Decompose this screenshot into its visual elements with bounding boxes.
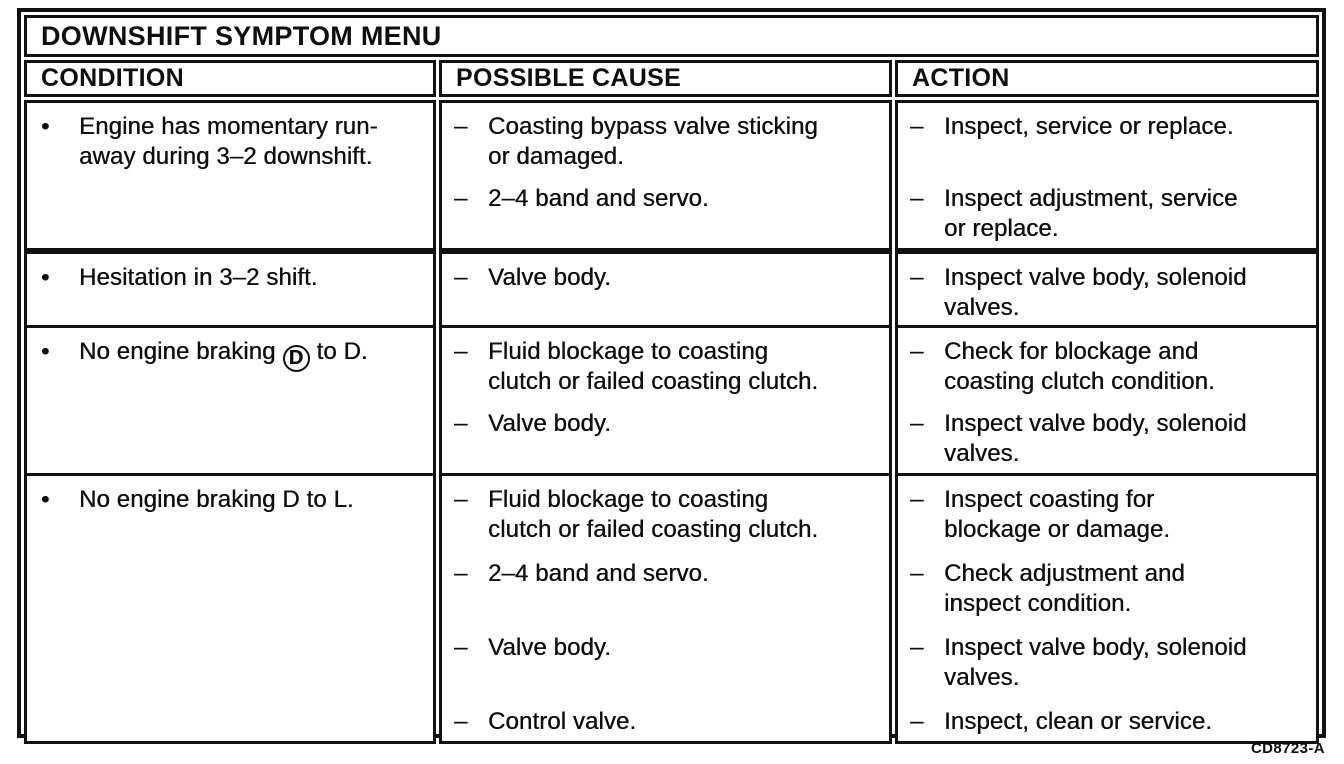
dash-marker: – <box>910 560 924 587</box>
possible-cause-cell: – Fluid blockage to coasting clutch or f… <box>439 325 892 476</box>
action-item: – Inspect valve body, solenoid valves. <box>910 633 1256 707</box>
action-item: – Inspect, service or replace. <box>910 112 1256 184</box>
dash-marker: – <box>910 486 924 513</box>
cause-text: Coasting bypass valve sticking or damage… <box>488 113 818 170</box>
action-item: – Inspect, clean or service. <box>910 707 1256 737</box>
action-text: Check adjustment and inspect condition. <box>944 560 1185 617</box>
dash-marker: – <box>454 185 468 212</box>
dash-marker: – <box>454 486 468 513</box>
action-text: Inspect coasting for blockage or damage. <box>944 486 1171 543</box>
possible-cause-cell: – Valve body. <box>439 251 892 330</box>
dash-marker: – <box>454 634 468 661</box>
dash-marker: – <box>454 264 468 291</box>
action-item: – Check for blockage and coasting clutch… <box>910 337 1256 409</box>
column-header-condition: CONDITION <box>24 60 436 97</box>
condition-cell: • Hesitation in 3–2 shift. <box>24 251 436 330</box>
condition-text-after: to D. <box>316 338 368 365</box>
action-text: Inspect valve body, solenoid valves. <box>944 264 1247 321</box>
dash-marker: – <box>454 113 468 140</box>
table-header-row: CONDITION POSSIBLE CAUSE ACTION <box>24 60 1319 97</box>
dash-marker: – <box>454 708 468 735</box>
bullet-marker: • <box>41 113 50 140</box>
cause-item: – 2–4 band and servo. <box>454 559 837 633</box>
cause-text: Fluid blockage to coasting clutch or fai… <box>488 486 819 543</box>
condition-cell: • Engine has momentary run-away during 3… <box>24 100 436 251</box>
action-text: Inspect valve body, solenoid valves. <box>944 634 1247 691</box>
dash-marker: – <box>454 338 468 365</box>
condition-cell: • No engine braking D to L. <box>24 473 436 744</box>
cause-text: Valve body. <box>488 264 611 291</box>
circled-d-badge: D <box>282 344 310 372</box>
action-text: Inspect, service or replace. <box>944 113 1234 140</box>
action-cell: – Inspect, service or replace. – Inspect… <box>895 100 1319 251</box>
action-cell: – Check for blockage and coasting clutch… <box>895 325 1319 476</box>
cause-text: 2–4 band and servo. <box>488 185 709 212</box>
table-row: • Hesitation in 3–2 shift. – Valve body.… <box>24 251 1319 330</box>
action-text: Inspect, clean or service. <box>944 708 1213 735</box>
action-text: Inspect valve body, solenoid valves. <box>944 410 1247 467</box>
dash-marker: – <box>910 113 924 140</box>
dash-marker: – <box>454 410 468 437</box>
condition-text: No engine braking D to L. <box>79 486 354 513</box>
cause-text: Control valve. <box>488 708 637 735</box>
dash-marker: – <box>910 264 924 291</box>
cause-text: 2–4 band and servo. <box>488 560 709 587</box>
bullet-marker: • <box>41 486 50 513</box>
figure-code: CD8723-A <box>1250 740 1325 757</box>
dash-marker: – <box>910 410 924 437</box>
action-cell: – Inspect valve body, solenoid valves. <box>895 251 1319 330</box>
table-row: • No engine braking D to L. – Fluid bloc… <box>24 473 1319 744</box>
cause-text: Valve body. <box>488 634 611 661</box>
action-cell: – Inspect coasting for blockage or damag… <box>895 473 1319 744</box>
cause-item: – Valve body. <box>454 633 837 707</box>
cause-item: – Coasting bypass valve sticking or dama… <box>454 112 837 184</box>
action-item: – Inspect adjustment, service or replace… <box>910 184 1256 244</box>
action-item: – Inspect coasting for blockage or damag… <box>910 485 1256 559</box>
action-item: – Inspect valve body, solenoid valves. <box>910 409 1256 469</box>
dash-marker: – <box>910 185 924 212</box>
action-item: – Check adjustment and inspect condition… <box>910 559 1256 633</box>
column-header-possible-cause: POSSIBLE CAUSE <box>439 60 892 97</box>
possible-cause-cell: – Fluid blockage to coasting clutch or f… <box>439 473 892 744</box>
cause-item: – Fluid blockage to coasting clutch or f… <box>454 485 837 559</box>
condition-text-before: No engine braking <box>79 338 276 365</box>
possible-cause-cell: – Coasting bypass valve sticking or dama… <box>439 100 892 251</box>
cause-item: – Valve body. <box>454 409 837 439</box>
action-item: – Inspect valve body, solenoid valves. <box>910 263 1256 323</box>
table-row: • Engine has momentary run-away during 3… <box>24 100 1319 251</box>
table-title: DOWNSHIFT SYMPTOM MENU <box>24 15 1319 57</box>
condition-text: Engine has momentary run-away during 3–2… <box>79 113 378 170</box>
condition-text: Hesitation in 3–2 shift. <box>79 264 318 291</box>
dash-marker: – <box>454 560 468 587</box>
cause-item: – Valve body. <box>454 263 837 293</box>
cause-item: – Fluid blockage to coasting clutch or f… <box>454 337 837 409</box>
cause-item: – Control valve. <box>454 707 837 737</box>
cause-text: Fluid blockage to coasting clutch or fai… <box>488 338 819 395</box>
dash-marker: – <box>910 708 924 735</box>
cause-item: – 2–4 band and servo. <box>454 184 837 214</box>
cause-text: Valve body. <box>488 410 611 437</box>
downshift-symptom-table: DOWNSHIFT SYMPTOM MENU CONDITION POSSIBL… <box>17 8 1326 744</box>
bullet-marker: • <box>41 338 50 365</box>
column-header-action: ACTION <box>895 60 1319 97</box>
bullet-marker: • <box>41 264 50 291</box>
dash-marker: – <box>910 634 924 661</box>
dash-marker: – <box>910 338 924 365</box>
action-text: Check for blockage and coasting clutch c… <box>944 338 1215 395</box>
action-text: Inspect adjustment, service or replace. <box>944 185 1238 242</box>
